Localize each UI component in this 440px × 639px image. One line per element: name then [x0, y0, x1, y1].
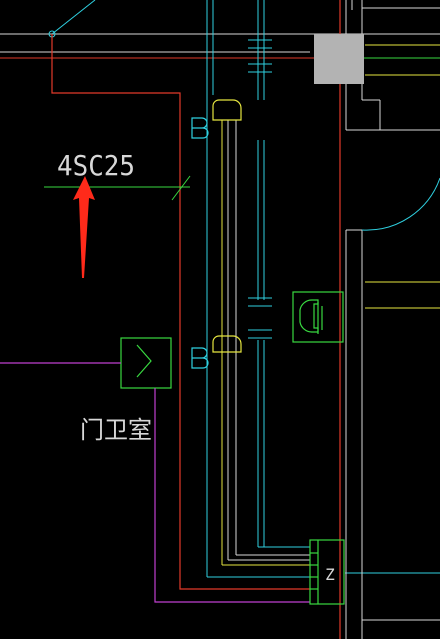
socket-icon [191, 99, 242, 139]
wall-socket-device [292, 291, 344, 343]
cyan-vertical-duct [206, 0, 440, 578]
yellow-wires [221, 44, 440, 566]
red-arrow-icon [73, 176, 95, 278]
white-vertical-lines [227, 0, 440, 639]
socket-icon [191, 335, 242, 369]
magenta-wires [0, 362, 310, 603]
conduit-spec-label: 4SC25 [57, 149, 135, 182]
room-name-label: 门卫室 [80, 416, 152, 444]
gray-column-box [314, 34, 364, 84]
red-wires [51, 0, 341, 639]
door-swing-arc [361, 177, 440, 231]
z-box-icon [309, 539, 345, 605]
junction-box-label: Z [325, 565, 335, 584]
